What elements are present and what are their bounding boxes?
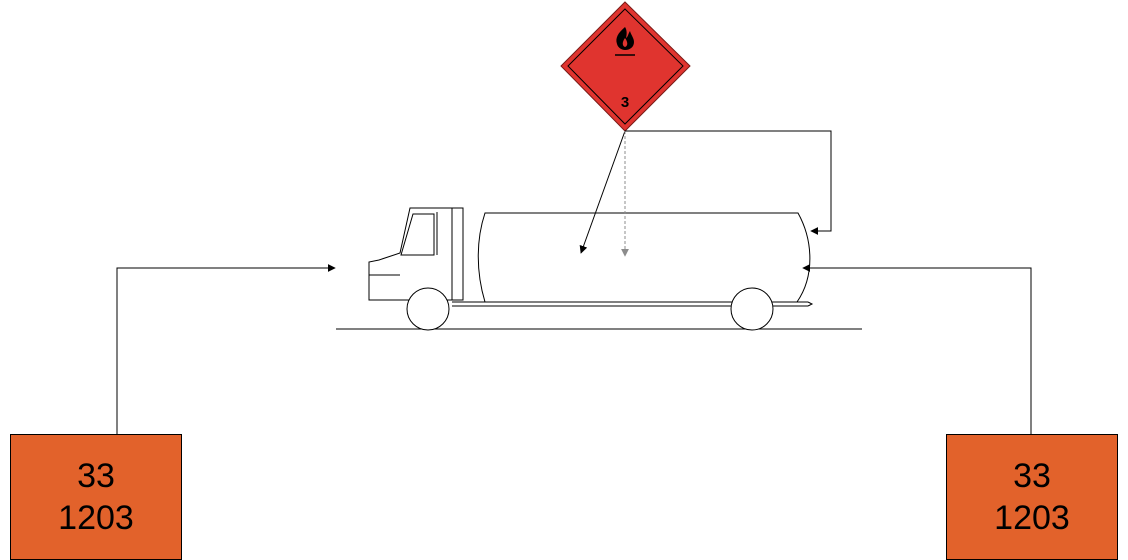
arrow-diamond-to-tank-rear [625,130,832,235]
truck-tank [477,212,811,303]
arrow-diamond-to-tank-side [579,130,626,254]
tank-truck-icon [336,207,862,331]
hazard-id-number: 33 [77,457,115,495]
hazard-label-diamond: 3 [560,1,691,132]
arrow-left-plate-to-front [116,264,336,434]
un-number: 1203 [994,499,1070,537]
rear-wheel [730,287,774,331]
arrow-right-plate-to-rear [802,264,1032,434]
orange-plate-rear: 33 1203 [946,434,1118,560]
un-number: 1203 [58,499,134,537]
truck-cab [368,207,464,301]
connector-arrows [116,130,1032,434]
hazard-id-number: 33 [1013,457,1051,495]
front-wheel [406,287,450,331]
flame-icon [615,27,635,56]
orange-plate-front: 33 1203 [10,434,182,560]
hazard-class-number: 3 [621,94,629,111]
